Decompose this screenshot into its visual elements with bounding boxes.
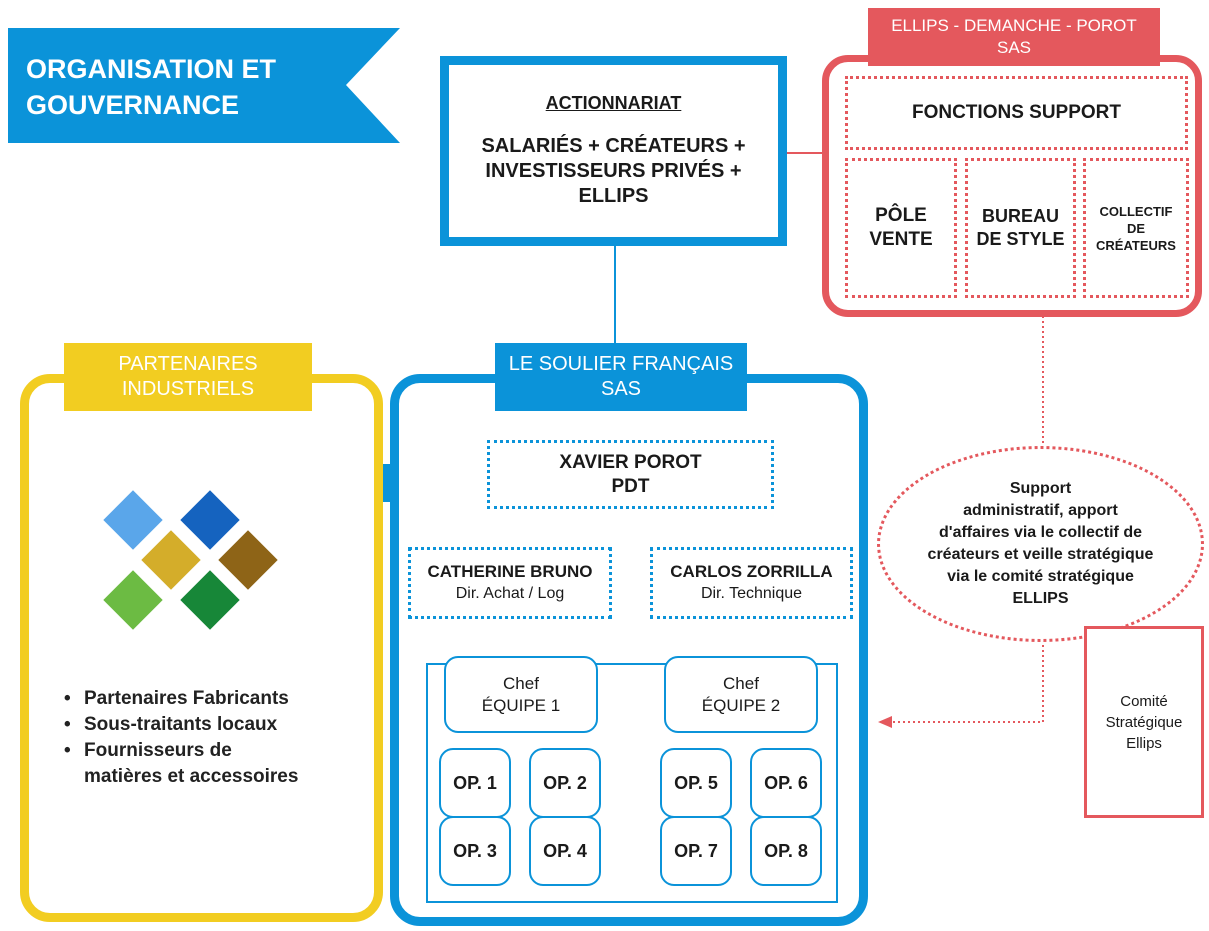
chef-equipe-2: Chef ÉQUIPE 2: [664, 656, 818, 733]
chef-equipe-1-line1: Chef: [503, 673, 539, 693]
fonctions-support-box: FONCTIONS SUPPORT: [845, 76, 1188, 150]
support-line1: Support: [1009, 480, 1072, 497]
bureau-style-box: BUREAU DE STYLE: [965, 158, 1076, 298]
director-technique-title: Dir. Technique: [700, 585, 803, 602]
op-8: OP. 8: [750, 816, 822, 886]
partenaires-header-line2: INDUSTRIELS: [121, 378, 255, 400]
pdt-title: PDT: [611, 475, 650, 497]
support-line3: d'affaires via le collectif de: [939, 524, 1142, 541]
collectif-line3: CRÉATEURS: [1096, 237, 1176, 253]
logo-diamond-1: [103, 490, 163, 550]
chef-equipe-2-line1: Chef: [723, 673, 759, 693]
logo-diamond-2: [180, 490, 240, 550]
teams-box: [426, 663, 838, 903]
pole-vente-line1: PÔLE: [875, 205, 927, 226]
support-line6: ELLIPS: [1012, 590, 1069, 607]
pdt-box: XAVIER POROT PDT: [487, 440, 774, 509]
support-line4: créateurs et veille stratégique: [927, 546, 1154, 563]
chef-equipe-2-line2: ÉQUIPE 2: [701, 695, 781, 715]
connector-bubble-team: [892, 640, 1044, 723]
actionnariat-heading: ACTIONNARIAT: [545, 93, 682, 113]
list-item: Partenaires Fabricants: [58, 686, 368, 712]
director-achat-title: Dir. Achat / Log: [455, 585, 565, 602]
logo-diamond-5: [103, 570, 163, 630]
comite-strategique-box: Comité Stratégique Ellips: [1084, 626, 1204, 818]
soulier-header-line1: LE SOULIER FRANÇAIS: [508, 353, 734, 375]
director-achat-box: CATHERINE BRUNO Dir. Achat / Log: [408, 547, 612, 619]
comite-line3: Ellips: [1126, 734, 1162, 752]
list-item-continuation: matières et accessoires: [84, 766, 299, 787]
partenaires-logo: [96, 483, 286, 653]
bureau-style-line2: DE STYLE: [976, 229, 1065, 249]
ellips-header-line2: SAS: [996, 38, 1032, 57]
soulier-header: LE SOULIER FRANÇAIS SAS: [495, 343, 747, 411]
list-item: Fournisseurs de: [58, 738, 368, 764]
pole-vente-line2: VENTE: [869, 229, 933, 250]
chef-equipe-1-line2: ÉQUIPE 1: [481, 695, 561, 715]
op-5: OP. 5: [660, 748, 732, 818]
op-3: OP. 3: [439, 816, 511, 886]
collectif-line2: DE: [1126, 220, 1146, 236]
collectif-line1: COLLECTIF: [1099, 203, 1173, 219]
collectif-box: COLLECTIF DE CRÉATEURS: [1083, 158, 1189, 298]
support-line2: administratif, apport: [963, 502, 1118, 519]
list-item: Sous-traitants locaux: [58, 712, 368, 738]
op-4: OP. 4: [529, 816, 601, 886]
actionnariat-box: ACTIONNARIAT SALARIÉS + CRÉATEURS + INVE…: [440, 56, 787, 246]
page-title: ORGANISATION ET GOUVERNANCE: [26, 54, 277, 120]
bureau-style-line1: BUREAU: [981, 206, 1059, 226]
op-7: OP. 7: [660, 816, 732, 886]
ellips-frame: [822, 55, 1202, 317]
logo-diamond-3: [141, 530, 201, 590]
support-line5: via le comité stratégique: [947, 568, 1134, 585]
comite-line1: Comité: [1120, 692, 1168, 710]
soulier-header-line2: SAS: [600, 378, 642, 400]
actionnariat-line2: INVESTISSEURS PRIVÉS +: [485, 160, 742, 182]
actionnariat-line3: ELLIPS: [578, 185, 649, 207]
title-banner: [8, 28, 400, 143]
op-6: OP. 6: [750, 748, 822, 818]
logo-diamond-6: [180, 570, 240, 630]
chef-equipe-1: Chef ÉQUIPE 1: [444, 656, 598, 733]
director-technique-name: CARLOS ZORRILLA: [670, 562, 833, 581]
support-bubble: Support administratif, apport d'affaires…: [877, 446, 1204, 642]
pole-vente-box: PÔLE VENTE: [845, 158, 957, 298]
red-arrowhead: [878, 716, 892, 728]
actionnariat-line1: SALARIÉS + CRÉATEURS +: [481, 135, 746, 157]
fonctions-support-label: FONCTIONS SUPPORT: [911, 102, 1121, 123]
director-technique-box: CARLOS ZORRILLA Dir. Technique: [650, 547, 853, 619]
op-1: OP. 1: [439, 748, 511, 818]
ellips-header: ELLIPS - DEMANCHE - POROT SAS: [868, 8, 1160, 66]
partenaires-header: PARTENAIRES INDUSTRIELS: [64, 343, 312, 411]
partenaires-frame: [20, 374, 383, 922]
op-2: OP. 2: [529, 748, 601, 818]
partenaires-header-line1: PARTENAIRES: [118, 353, 258, 375]
pdt-name: XAVIER POROT: [559, 451, 702, 473]
logo-diamond-4: [218, 530, 278, 590]
ellips-header-line1: ELLIPS - DEMANCHE - POROT: [891, 16, 1137, 35]
partenaires-list: Partenaires Fabricants Sous-traitants lo…: [58, 686, 368, 790]
comite-line2: Stratégique: [1105, 713, 1183, 731]
director-achat-name: CATHERINE BRUNO: [427, 562, 593, 581]
